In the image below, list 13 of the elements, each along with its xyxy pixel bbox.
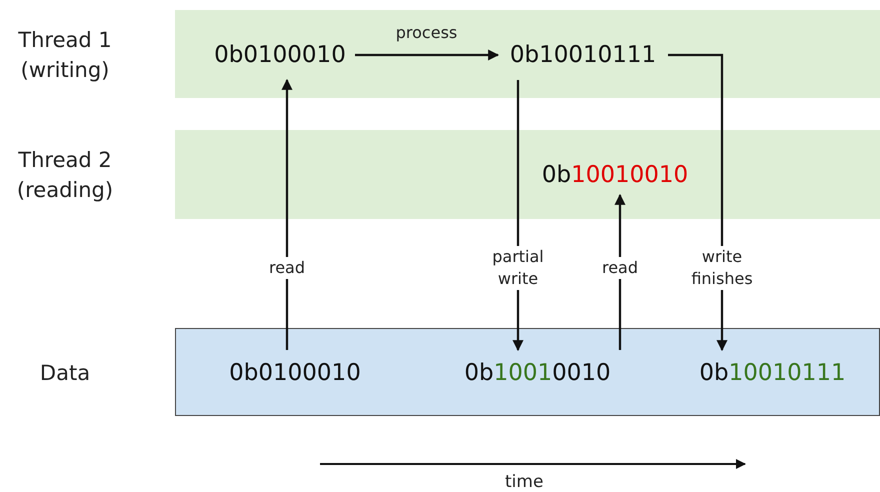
- binary-value: 0b0100010: [215, 350, 375, 396]
- binary-value: 0b10010111: [498, 30, 668, 80]
- arrow: [355, 50, 500, 60]
- binary-value: 0b10010010: [450, 350, 625, 396]
- lane-label: Data: [38, 360, 92, 387]
- lane-label: Thread 1 (writing): [17, 27, 113, 84]
- arrow: [282, 78, 292, 350]
- binary-value: 0b10010010: [530, 155, 700, 195]
- axis-label: time: [505, 472, 544, 492]
- edge-label: process: [394, 22, 458, 44]
- lane-label: Thread 2 (reading): [16, 147, 114, 204]
- binary-value: 0b0100010: [205, 30, 355, 80]
- binary-value: 0b10010111: [685, 350, 860, 396]
